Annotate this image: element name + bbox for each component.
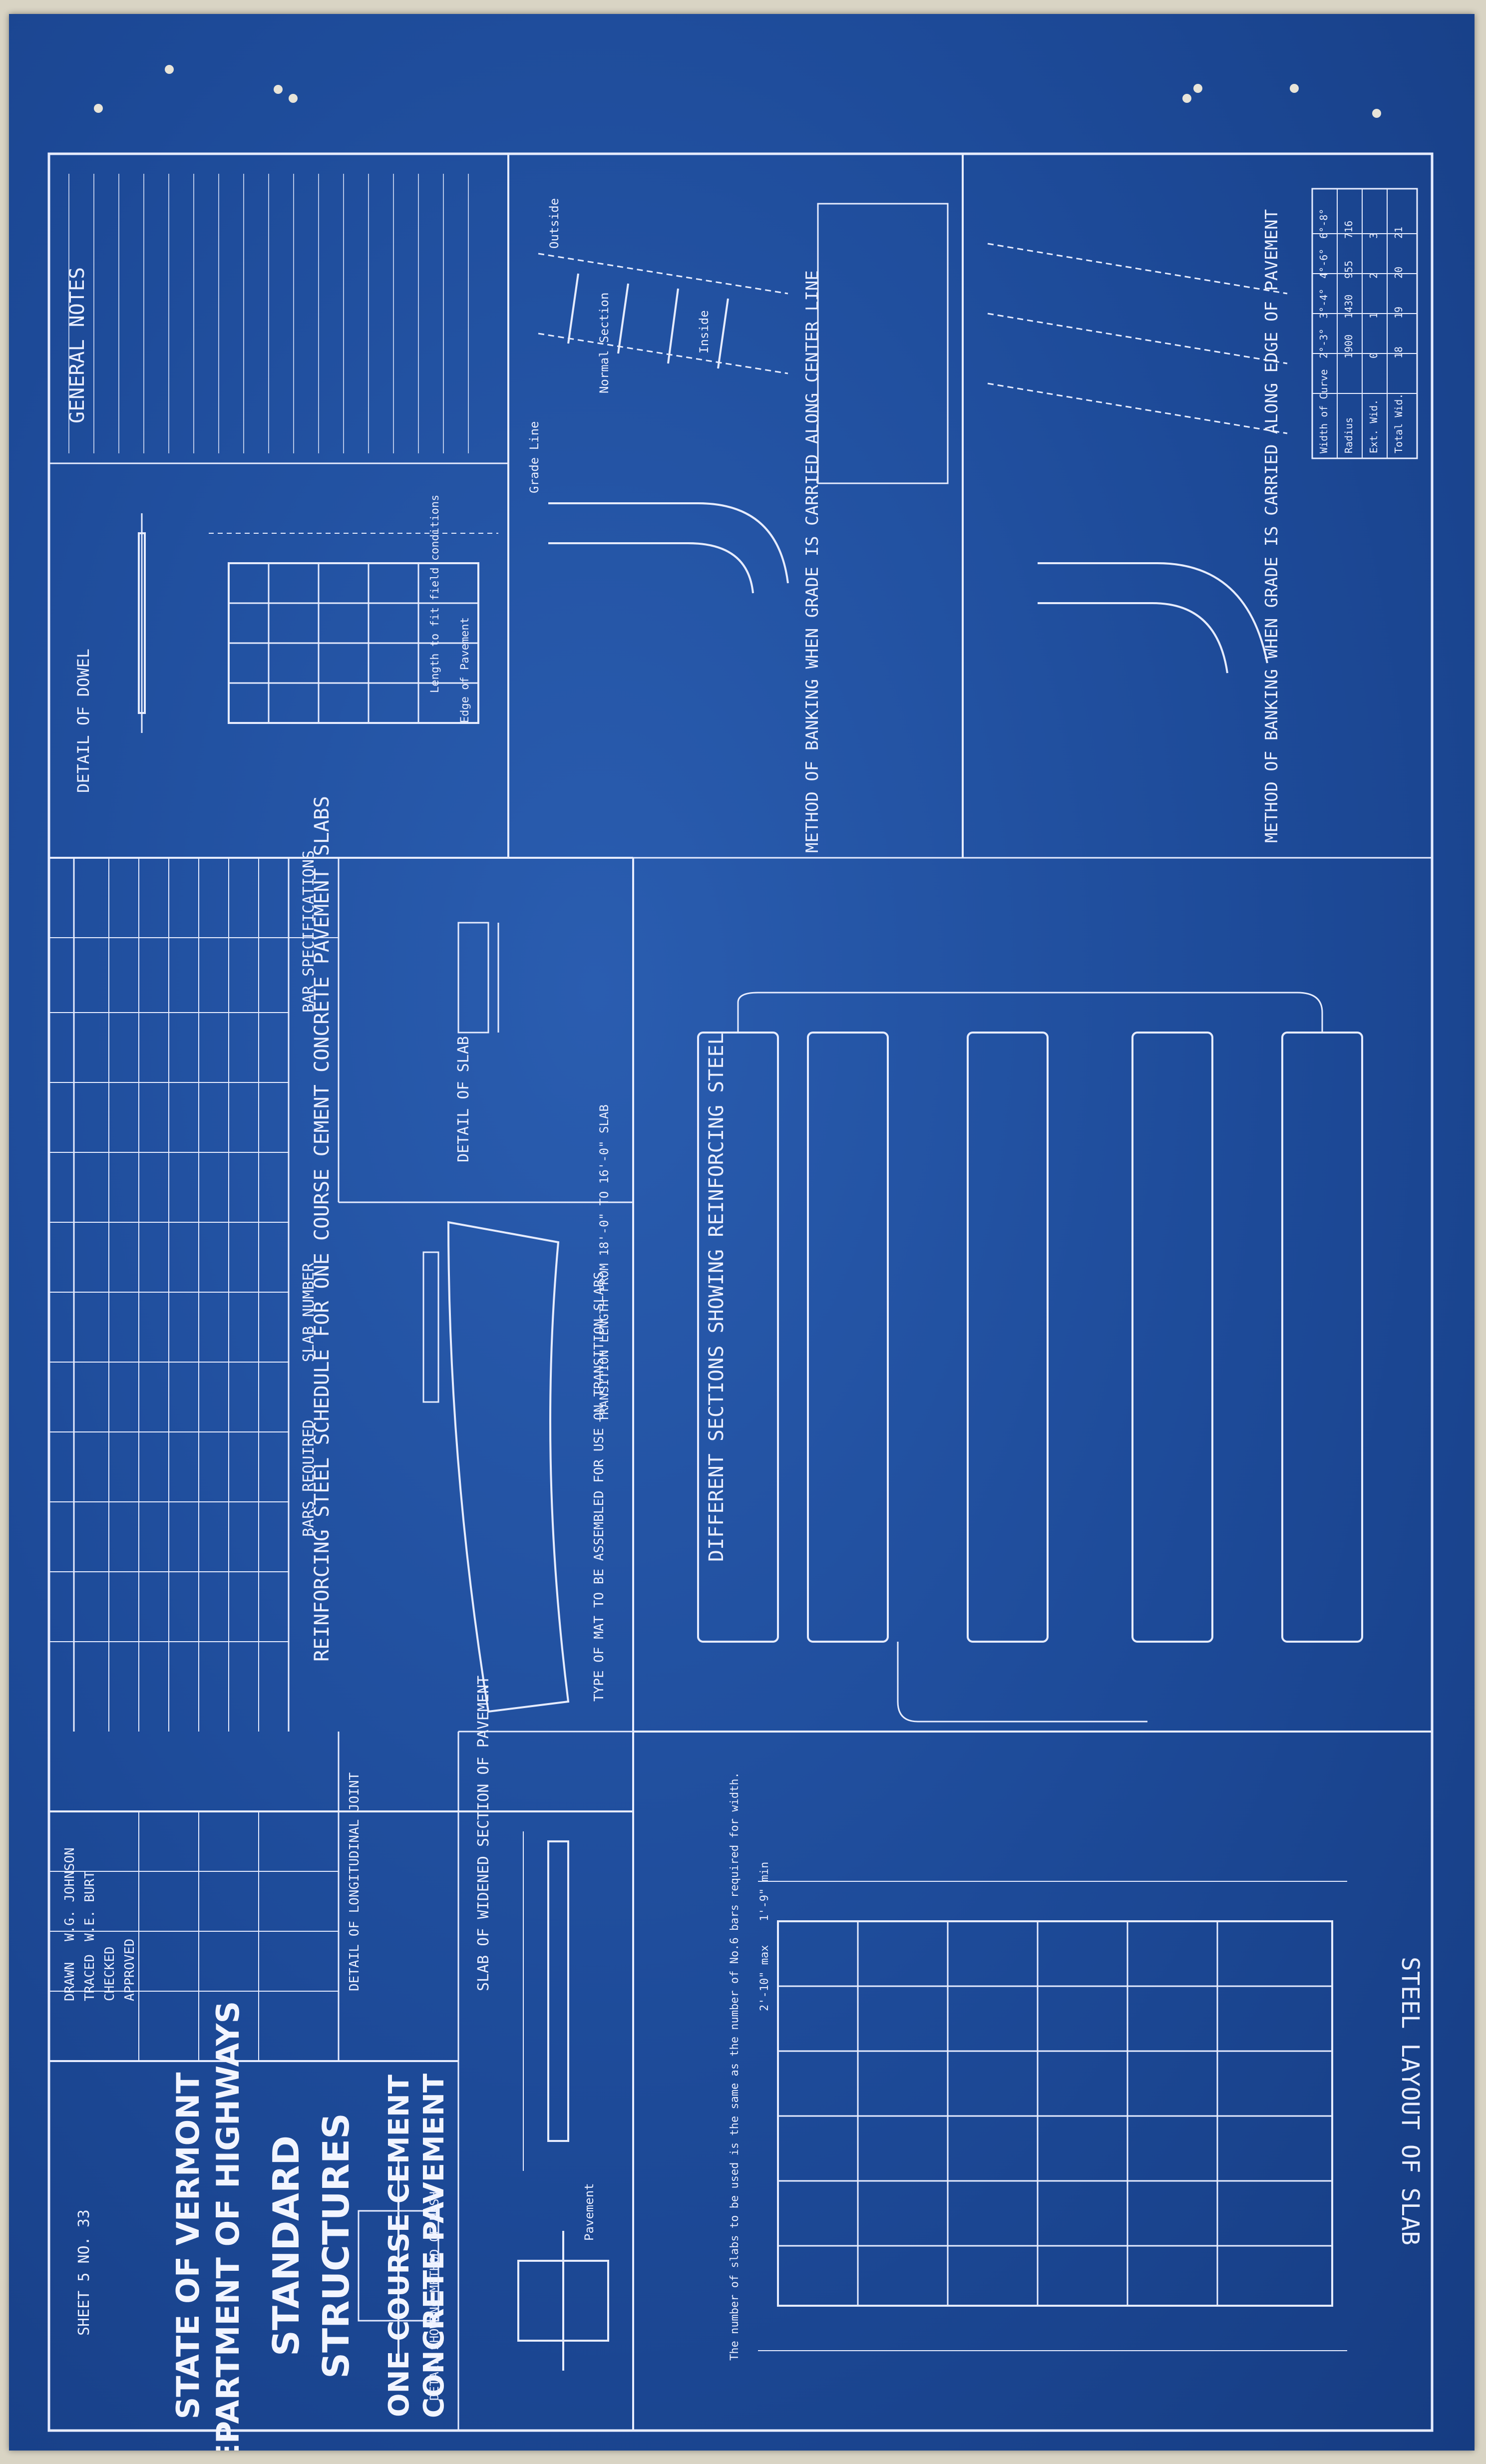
table-cell: 20 (1393, 267, 1405, 279)
table-cell: 3°-4° (1318, 289, 1330, 319)
heading-detail-of-mesh: DETAIL SHOWING METHOD OF MESH (427, 2191, 441, 2401)
punch-hole (1290, 84, 1299, 93)
label-max-dim: 2'-10" max (758, 1945, 771, 2011)
table-cell: 1430 (1343, 295, 1355, 319)
table-cell: 18 (1393, 347, 1405, 358)
table-grid-right (1312, 189, 1417, 458)
table-cell: 21 (1393, 227, 1405, 239)
punch-hole (1372, 109, 1381, 118)
table-cell: 0 (1368, 352, 1380, 358)
table-cell: 1900 (1343, 335, 1355, 358)
heading-detail-of-dowel: DETAIL OF DOWEL (74, 649, 93, 793)
dowel-detail (138, 513, 498, 733)
label-length-field: Length to fit field conditions (429, 495, 441, 693)
title-subject-1: ONE COURSE CEMENT (383, 2075, 415, 2417)
heading-steel-layout: STEEL LAYOUT OF SLAB (1396, 1957, 1424, 2245)
signoff-checked-label: CHECKED (102, 1946, 117, 2001)
punch-hole (289, 94, 298, 103)
label-inside: Inside (697, 310, 711, 353)
table-cell: 1 (1368, 313, 1380, 319)
title-subject-2: CONCRETE PAVEMENT (418, 2074, 450, 2418)
table-cell: 19 (1393, 307, 1405, 319)
general-notes-lines (68, 174, 469, 453)
punch-hole (165, 65, 174, 74)
sheet-number: SHEET 5 NO. 33 (75, 2209, 93, 2336)
blueprint-sheet: STATE OF VERMONT DEPARTMENT OF HIGHWAYS … (9, 14, 1475, 2451)
heading-different-sections: DIFFERENT SECTIONS SHOWING REINFORCING S… (705, 1033, 728, 1562)
heading-method-center: METHOD OF BANKING WHEN GRADE IS CARRIED … (802, 270, 822, 853)
schedule-table-grid (49, 858, 339, 1732)
signoff-block (49, 1811, 339, 2061)
label-min-dim: 1'-9" min (758, 1862, 771, 1921)
table-cell: 955 (1343, 261, 1355, 279)
banking-edge-sketch (987, 188, 1418, 674)
banking-center-sketch (538, 203, 949, 594)
title-standard: STANDARD (265, 2135, 307, 2356)
heading-bar-specifications: BAR SPECIFICATIONS (300, 850, 318, 1013)
heading-method-edge: METHOD OF BANKING WHEN GRADE IS CARRIED … (1262, 209, 1282, 843)
label-normal-section: Normal Section (597, 293, 611, 393)
table-cell: 3 (1368, 233, 1380, 239)
heading-general-notes: GENERAL NOTES (66, 267, 89, 423)
transition-slab (422, 922, 570, 1713)
heading-type-of-mat: TYPE OF MAT TO BE ASSEMBLED FOR USE ON T… (592, 1272, 607, 1702)
table-cell: 716 (1343, 221, 1355, 239)
table-header-2: Ext. Wid. (1368, 399, 1380, 453)
heading-reinforcing-schedule: REINFORCING STEEL SCHEDULE FOR ONE COURS… (311, 796, 334, 1662)
heading-slab-number: SLAB NUMBER (300, 1262, 318, 1362)
table-header-1: Radius (1343, 417, 1355, 453)
table-header-0: Width of Curve (1318, 369, 1330, 453)
widened-section-detail (358, 1831, 609, 2371)
table-cell: 4°-6° (1318, 249, 1330, 279)
drawing-canvas: STATE OF VERMONT DEPARTMENT OF HIGHWAYS … (47, 152, 1434, 2451)
label-pavement: Pavement (582, 2183, 596, 2241)
heading-bars-required: BARS REQUIRED (300, 1419, 318, 1537)
steel-layout-grid (758, 1881, 1347, 2351)
punch-hole (1182, 94, 1191, 103)
label-outside: Outside (547, 198, 561, 249)
note-bottom: The number of slabs to be used is the sa… (729, 1772, 741, 2361)
heading-slab-widened: SLAB OF WIDENED SECTION OF PAVEMENT (475, 1676, 492, 1991)
reinforcing-sections (697, 992, 1363, 1723)
signoff-approved-label: APPROVED (122, 1939, 137, 2001)
table-cell: 6°-8° (1318, 209, 1330, 239)
punch-hole (1193, 84, 1202, 93)
title-structures: STRUCTURES (315, 2113, 357, 2379)
title-department: DEPARTMENT OF HIGHWAYS (210, 2001, 246, 2451)
table-cell: 2 (1368, 273, 1380, 279)
punch-hole (274, 85, 283, 94)
label-grade-line: Grade Line (527, 421, 541, 494)
heading-transition: TRANSITION LENGTH FROM 18'-0" TO 16'-0" … (597, 1104, 611, 1422)
title-state: STATE OF VERMONT (170, 2073, 206, 2420)
table-header-3: Total Wid. (1393, 393, 1405, 453)
table-cell: 2°-3° (1318, 329, 1330, 358)
heading-detail-of-slab: DETAIL OF SLAB (455, 1036, 472, 1162)
signoff-traced-value: W.E. BURT (82, 1871, 97, 1941)
heading-detail-longitudinal: DETAIL OF LONGITUDINAL JOINT (347, 1772, 362, 1991)
label-edge-of-pavement: Edge of Pavement (459, 617, 471, 723)
signoff-traced-label: TRACED (82, 1954, 97, 2001)
signoff-drawn-value: W.G. JOHNSON (62, 1847, 77, 1941)
signoff-drawn-label: DRAWN (62, 1962, 77, 2001)
punch-hole (94, 104, 103, 113)
